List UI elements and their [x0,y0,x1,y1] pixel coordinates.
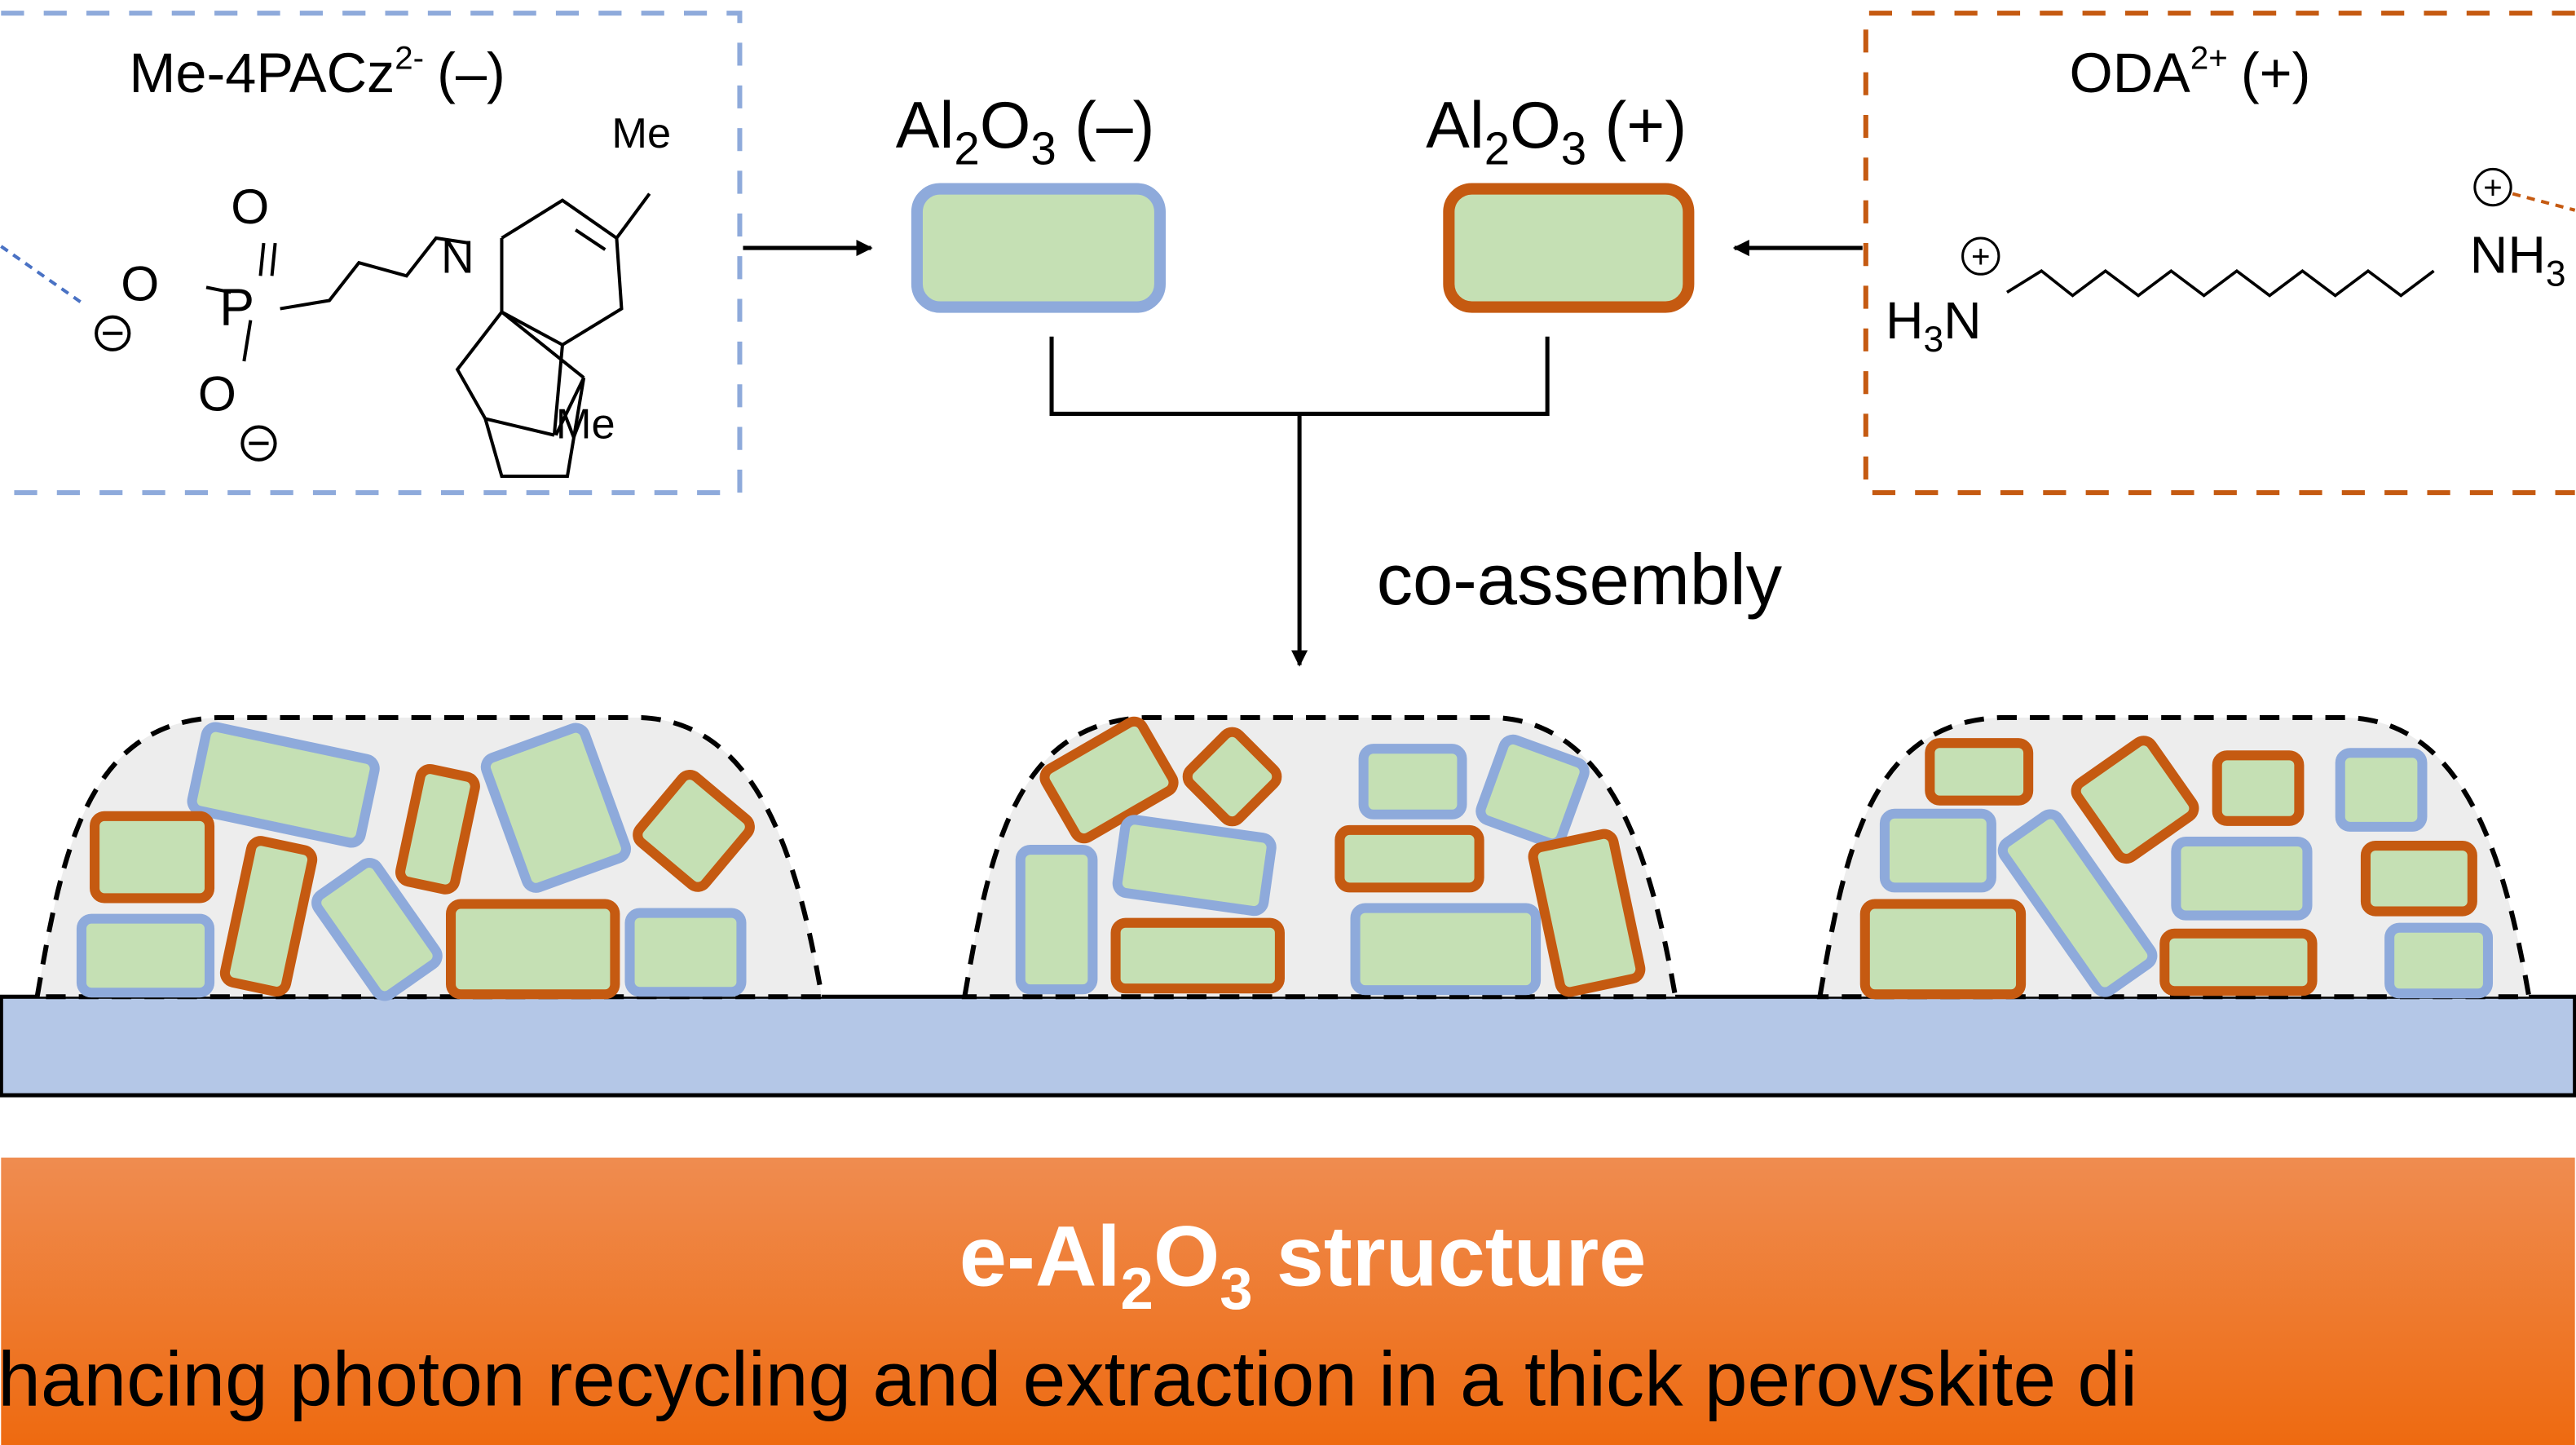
al2o3-negative-particle [480,722,632,893]
al2o3-positive-particle [1859,899,2027,1000]
title-banner [1,1157,2575,1445]
interaction-line [2512,192,2576,212]
al2o3-positive-particle [1110,917,1285,994]
al2o3-positive-particle [2159,928,2318,996]
al2o3-negative-particle [76,913,215,998]
atom-p: P [219,278,254,337]
al2o3-positive-particle [633,770,755,892]
al2o3-positive-particle [2071,736,2199,864]
dashed-border [1,11,743,496]
oda-chain [2006,268,2435,298]
me-4pacz-box: Me-4PACz2-(–) O O P O N Me Me [0,11,743,496]
al2o3-negative-particle [1475,734,1590,849]
al2o3-negative-particle [2335,748,2428,832]
al2o3-aggregate-1 [34,714,825,1001]
al2o3-positive-particle [1334,824,1484,893]
nh3-label: NH3 [2470,225,2566,294]
h3n-label: H3N [1886,291,1982,360]
al2o3-positive-particle [219,836,318,997]
atom-o: O [231,179,269,234]
banner-title: e-Al2O3 structure [959,1209,1647,1322]
al2o3-negative-particle [1015,845,1098,995]
me-4pacz-structure [0,192,651,478]
al2o3-negative-particle [1997,809,2158,997]
al2o3-negative-label: Al2O3 (–) [896,89,1155,174]
dashed-border [1863,11,2575,496]
al2o3-positive-particle [2212,750,2305,826]
al2o3-aggregate-2 [961,714,1678,1000]
al2o3-negative-particle [1112,815,1277,917]
banner-subtitle: hancing photon recycling and extraction … [0,1337,2137,1423]
methyl-label: Me [556,401,615,449]
al2o3-positive-particle [90,811,215,904]
atom-o: O [198,365,236,421]
al2o3-positive-particle [2360,840,2477,917]
al2o3-negative-particle [311,857,443,1001]
oda-label: ODA2+(+) [2069,40,2310,104]
me-4pacz-label: Me-4PACz2-(–) [129,40,505,104]
al2o3-negative-particle [187,722,380,848]
al2o3-negative-particle [1358,744,1467,820]
co-assembly-label: co-assembly [1377,539,1783,620]
al2o3-negative-particle [2384,922,2494,999]
al2o3-positive-particle [1528,829,1646,997]
al2o3-negative-particle [2171,836,2313,921]
al2o3-negative-particle [1350,903,1542,996]
al2o3-positive-particle [1443,183,1695,313]
atom-o: O [121,255,159,311]
al2o3-positive-particle [446,899,620,1000]
al2o3-positive-particle [395,764,480,895]
methyl-label: Me [611,110,671,157]
al2o3-negative-particle [1879,808,1996,893]
al2o3-positive-label: Al2O3 (+) [1426,89,1687,174]
al2o3-negative-particle [624,908,747,997]
plus-charge-icon: + [2483,170,2503,206]
al2o3-positive-particle [1039,716,1179,844]
plus-charge-icon: + [1971,238,1991,275]
al2o3-positive-particle [1182,727,1282,827]
oda-box: ODA2+(+) + + H3N NH3 [1863,11,2576,496]
atom-n: N [441,231,474,282]
al2o3-aggregate-3 [1816,714,2532,1000]
substrate [0,994,2576,1098]
al2o3-negative-particle [911,183,1166,313]
al2o3-positive-particle [1925,738,2034,806]
merge-bracket [1049,336,1550,416]
